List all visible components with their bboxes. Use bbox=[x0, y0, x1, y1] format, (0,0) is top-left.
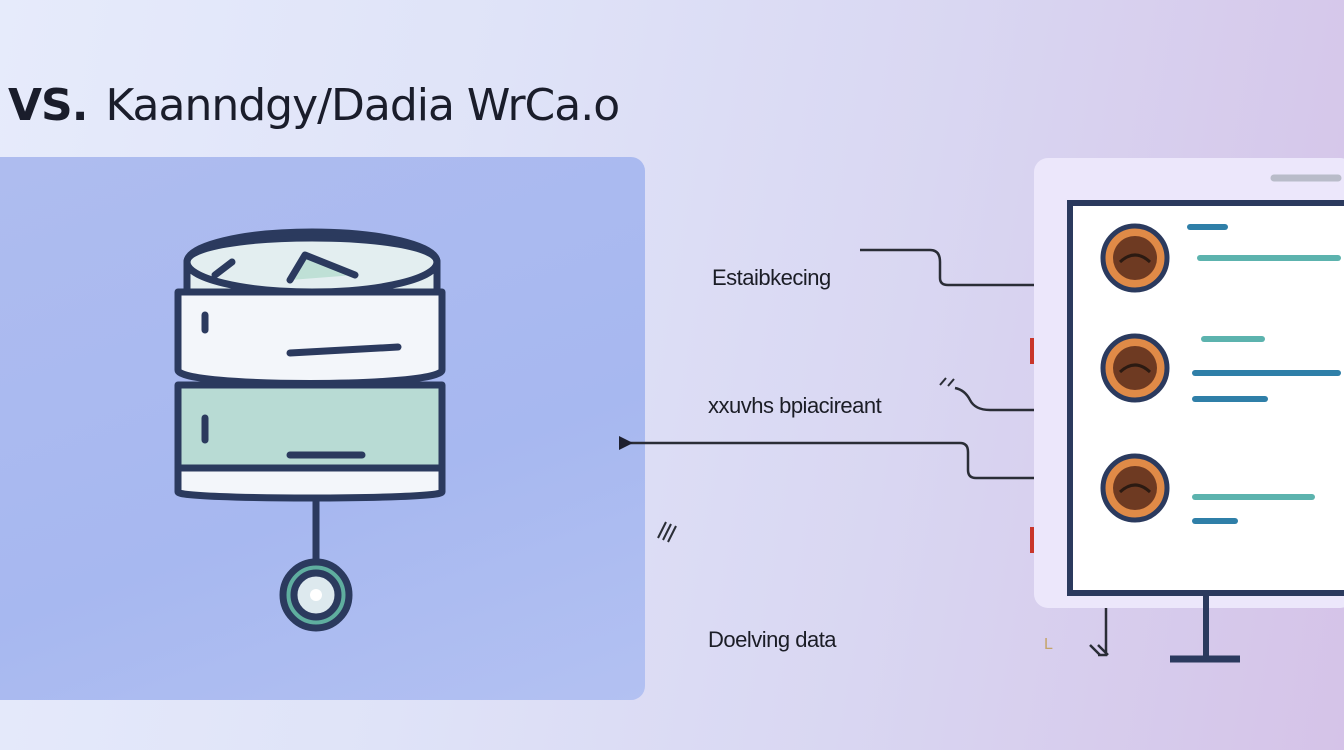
label-middle: xxuvhs bpiacireant bbox=[708, 393, 882, 418]
database-icon bbox=[174, 228, 446, 632]
hatch-mark bbox=[657, 377, 955, 543]
monitor-icon bbox=[1034, 158, 1344, 663]
connector-lines bbox=[628, 248, 1109, 657]
page-title: VS. Kaanndgy/Dadia WrCa.o bbox=[8, 80, 620, 131]
avatar-icon bbox=[1100, 453, 1170, 523]
connector-arrow-icon bbox=[619, 436, 633, 450]
label-top: Estaibkecing bbox=[712, 265, 831, 290]
corner-mark: L bbox=[1044, 636, 1053, 653]
title-prefix: VS. bbox=[8, 80, 88, 131]
database-dot bbox=[310, 589, 322, 601]
avatar-icon bbox=[1100, 333, 1170, 403]
avatar-icon bbox=[1100, 223, 1170, 293]
label-bottom: Doelving data bbox=[708, 627, 837, 652]
title-text: Kaanndgy/Dadia WrCa.o bbox=[105, 80, 620, 131]
monitor-text-lines bbox=[1187, 224, 1341, 524]
